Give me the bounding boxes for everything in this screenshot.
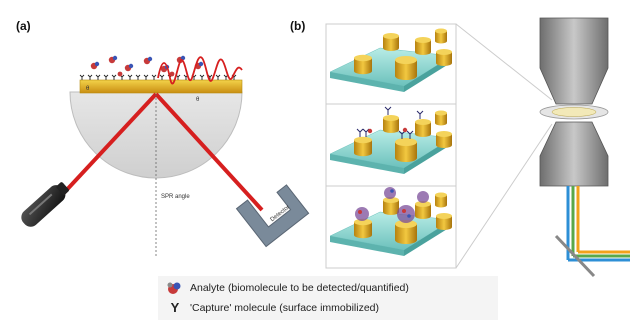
- analyte-icon: [164, 280, 186, 296]
- substrate-1: [329, 47, 453, 92]
- capture-icon: Y: [170, 300, 180, 315]
- panel-a-label: (a): [16, 19, 31, 33]
- panel-b: (b): [290, 17, 630, 278]
- objective-assembly: [539, 17, 630, 278]
- analyte-molecules-a: [90, 55, 204, 77]
- evanescent-wave: [157, 56, 243, 85]
- spr-angle-label: SPR angle: [161, 194, 190, 200]
- gold-label-right: θ: [196, 97, 200, 103]
- gold-label-left: θ: [86, 86, 90, 92]
- legend-capture-text: 'Capture' molecule (surface immobilized): [190, 302, 379, 314]
- substrate-3: [329, 211, 453, 256]
- pillars-2: [354, 106, 452, 162]
- pillars-1: [354, 28, 452, 80]
- panel-b-label: (b): [290, 19, 305, 33]
- laser-source: [21, 182, 69, 227]
- panel-b-frame: [325, 23, 457, 269]
- legend: Analyte (biomolecule to be detected/quan…: [158, 276, 498, 320]
- legend-analyte-text: Analyte (biomolecule to be detected/quan…: [190, 282, 409, 294]
- pillars-3: [354, 187, 452, 244]
- connector-top: [455, 23, 553, 101]
- legend-analyte: Analyte (biomolecule to be detected/quan…: [164, 278, 409, 298]
- capture-molecule-row: [79, 74, 237, 80]
- detector: Detector: [235, 184, 310, 248]
- substrate-2: [329, 129, 453, 174]
- gold-film: [79, 79, 243, 94]
- connector-bottom: [455, 123, 553, 269]
- reflected-beam: [154, 92, 264, 212]
- panel-a: (a) θ θ: [16, 19, 310, 258]
- legend-capture: Y 'Capture' molecule (surface immobilize…: [164, 298, 379, 318]
